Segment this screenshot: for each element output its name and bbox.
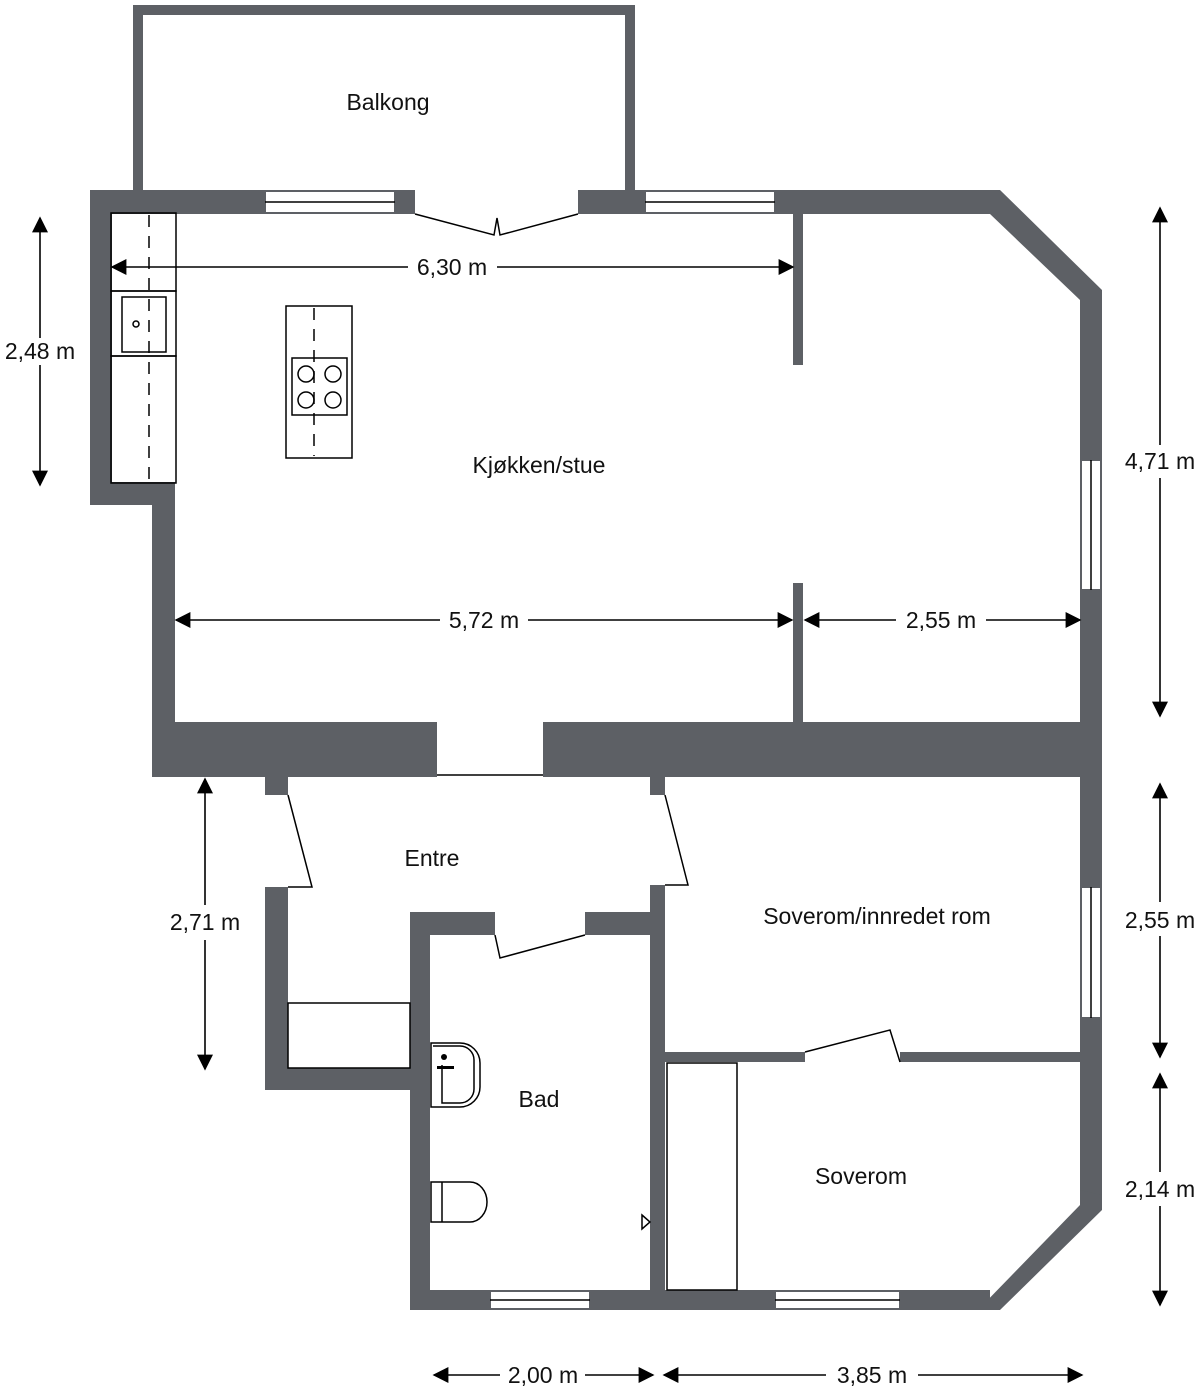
windows: [264, 190, 1102, 1310]
washbasin-icon: [430, 1042, 481, 1108]
kitchen-island: [285, 305, 353, 459]
room-label-balcony: Balkong: [346, 89, 429, 115]
dim-entrance-height: 2,71 m: [170, 909, 240, 935]
dim-bedroom-width: 3,85 m: [837, 1362, 907, 1388]
room-label-bedroom-furnished: Soverom/innredet rom: [763, 903, 991, 929]
room-label-entrance: Entre: [405, 845, 460, 871]
kitchen-counter: [110, 212, 177, 484]
dimension-lines: [32, 206, 1168, 1383]
doors: [287, 213, 901, 1231]
room-label-bathroom: Bad: [519, 1086, 560, 1112]
dim-bath-width: 2,00 m: [508, 1362, 578, 1388]
dim-living-width: 2,55 m: [906, 607, 976, 633]
sink-icon: [121, 296, 167, 353]
walls: [90, 190, 1102, 1310]
toilet-icon: [430, 1181, 488, 1223]
room-label-kitchen-living: Kjøkken/stue: [473, 452, 606, 478]
room-label-bedroom: Soverom: [815, 1163, 907, 1189]
dim-kitchen-depth-left: 2,48 m: [5, 338, 75, 364]
dim-living-height: 4,71 m: [1125, 448, 1195, 474]
dim-bedroom1-height: 2,55 m: [1125, 907, 1195, 933]
cooktop-icon: [291, 357, 348, 416]
balcony-railing: [133, 5, 635, 192]
bedroom-wardrobe: [666, 1062, 738, 1291]
dim-kitchen-width-top: 6,30 m: [417, 254, 487, 280]
dim-kitchen-width-bottom: 5,72 m: [449, 607, 519, 633]
entrance-wardrobe: [287, 1002, 411, 1069]
dim-bedroom2-height: 2,14 m: [1125, 1176, 1195, 1202]
